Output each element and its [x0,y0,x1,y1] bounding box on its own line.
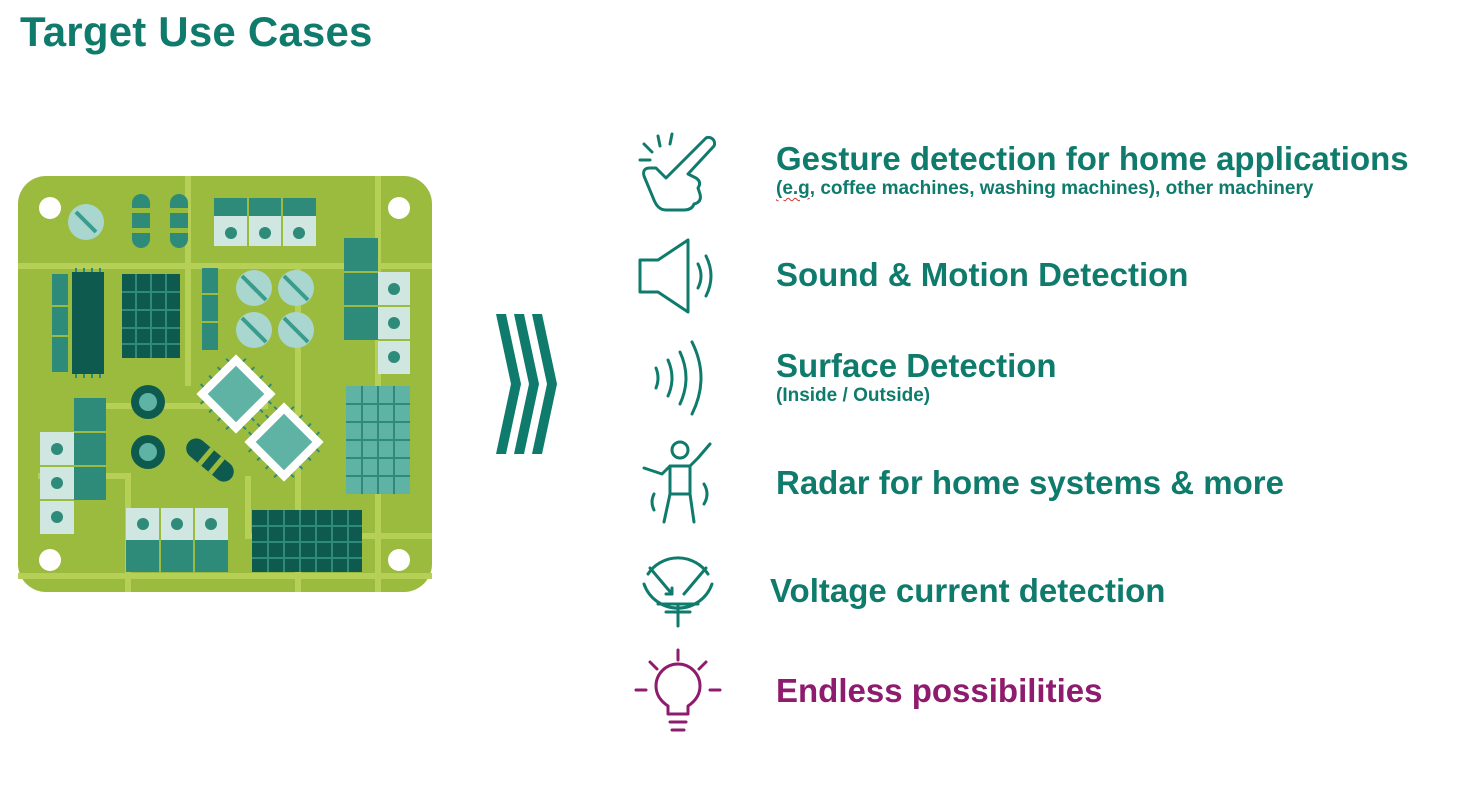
use-case-endless: Endless possibilities [776,672,1102,710]
speaker-icon [638,238,713,314]
use-case-title: Radar for home systems & more [776,464,1285,501]
use-case-title: Voltage current detection [770,572,1166,609]
voltage-symbol-icon [642,556,714,628]
slide-title: Target Use Cases [20,8,373,55]
use-case-title: Endless possibilities [776,672,1103,709]
circuit-board-illustration [18,176,432,592]
use-case-title: Gesture detection for home applications [776,140,1409,177]
subtitle-rest: , coffee machines, washing machines), ot… [809,178,1314,199]
use-case-radar: Radar for home systems & more [776,464,1284,502]
gesture-hand-icon [638,132,717,212]
subtitle-eg: (e.g [776,178,810,199]
chevron-arrows-icon [496,314,557,454]
use-case-gesture: Gesture detection for home applications … [776,140,1409,200]
use-case-voltage: Voltage current detection [770,572,1165,610]
use-case-subtitle: (e.g, coffee machines, washing machines)… [776,178,1409,200]
use-case-subtitle: (Inside / Outside) [776,385,931,406]
use-case-title: Surface Detection [776,347,1057,384]
radar-waves-icon [654,340,703,416]
use-case-sound-motion: Sound & Motion Detection [776,256,1188,294]
use-case-surface: Surface Detection (Inside / Outside) [776,347,1057,407]
person-motion-icon [642,440,712,524]
lightbulb-icon [634,648,722,732]
use-case-title: Sound & Motion Detection [776,256,1189,293]
